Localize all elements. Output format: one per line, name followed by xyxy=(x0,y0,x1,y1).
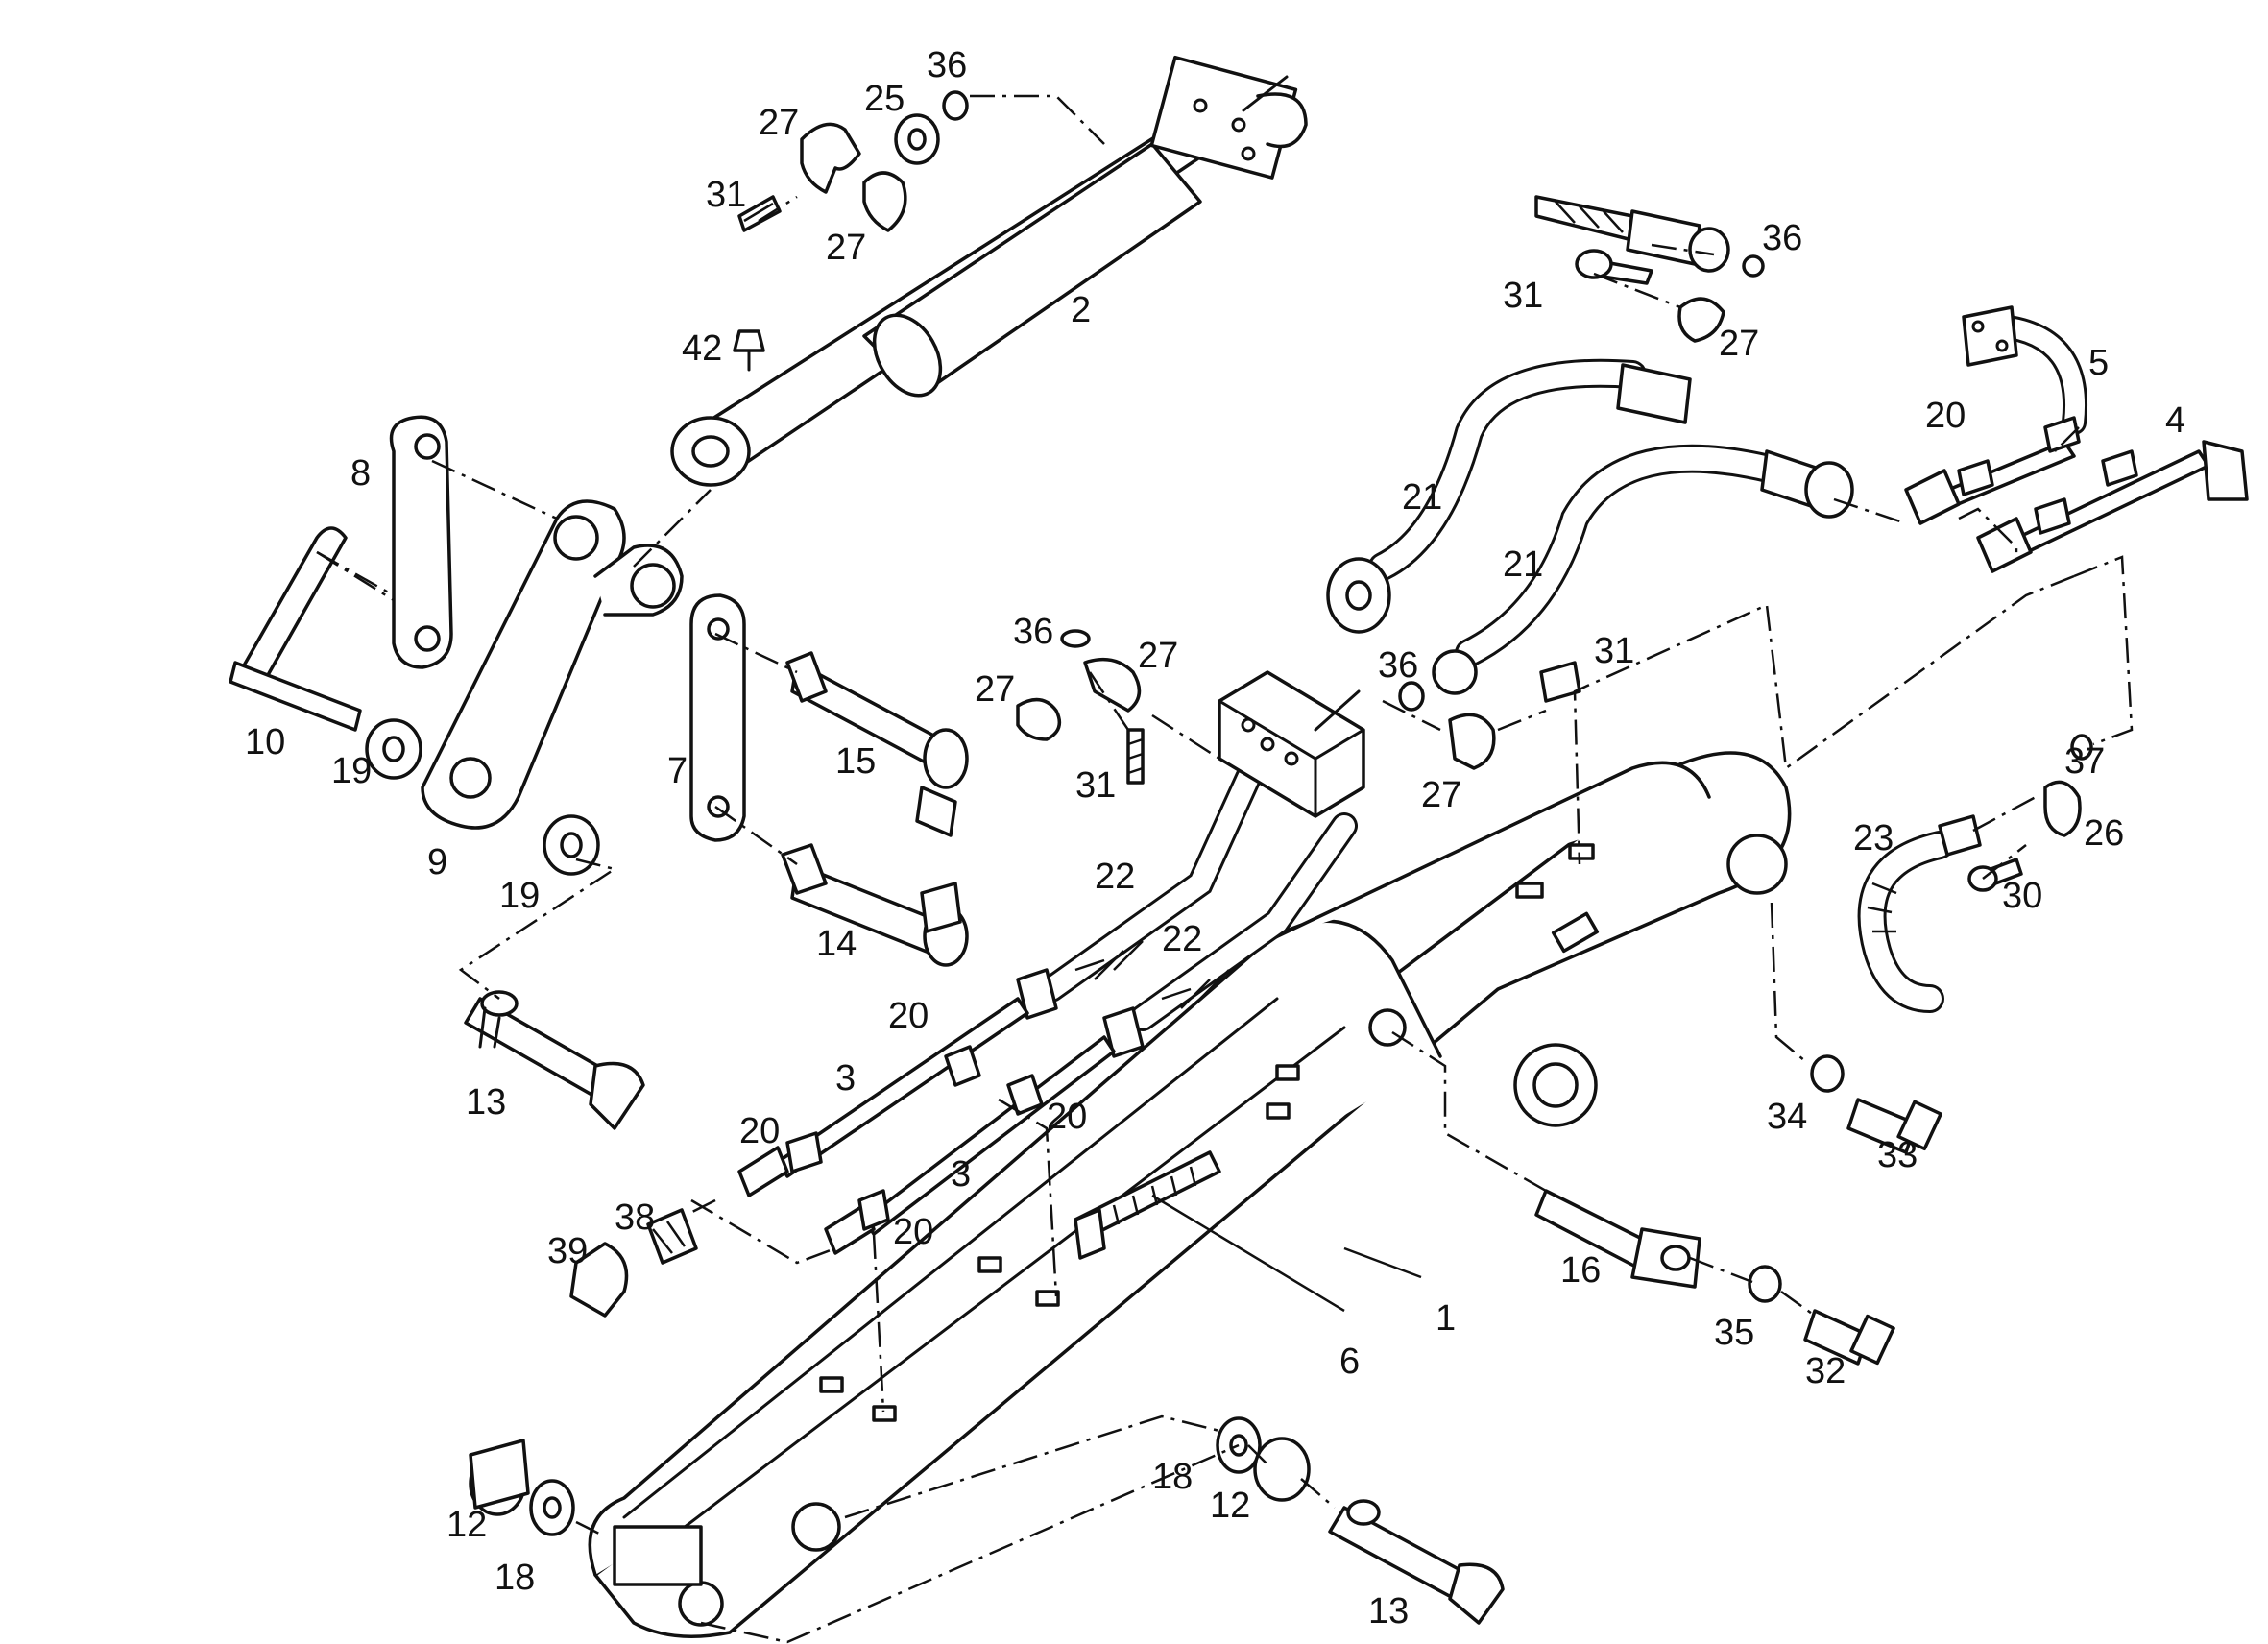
callout-1: 1 xyxy=(1436,1298,1456,1339)
callout-31: 31 xyxy=(706,175,746,215)
top-clamp-group xyxy=(737,90,969,232)
callout-18: 18 xyxy=(495,1558,535,1598)
callout-12: 12 xyxy=(1210,1486,1250,1526)
callout-20: 20 xyxy=(893,1212,933,1252)
callout-20: 20 xyxy=(1047,1097,1087,1137)
callout-9: 9 xyxy=(427,842,447,882)
callout-31: 31 xyxy=(1075,765,1116,806)
callout-34: 34 xyxy=(1767,1097,1807,1137)
callout-33: 33 xyxy=(1877,1135,1918,1175)
fittings-38-39 xyxy=(569,1208,698,1318)
callout-20: 20 xyxy=(1925,396,1966,436)
callout-27: 27 xyxy=(1719,324,1759,364)
callout-27: 27 xyxy=(975,669,1015,710)
callout-21: 21 xyxy=(1503,544,1543,585)
callout-7: 7 xyxy=(667,751,688,791)
bottom-right-pin xyxy=(1216,1416,1505,1625)
hoses-21 xyxy=(1326,358,1854,695)
callout-39: 39 xyxy=(547,1231,588,1271)
pin-and-washers xyxy=(229,526,600,876)
valve-block xyxy=(1016,629,1581,818)
pipe-4-assembly xyxy=(1904,416,2249,573)
boom-arm xyxy=(588,751,1792,1638)
callout-31: 31 xyxy=(1503,276,1543,316)
callout-36: 36 xyxy=(1378,645,1418,686)
callout-36: 36 xyxy=(1762,218,1802,258)
pipe-5 xyxy=(1962,305,2087,435)
callout-27: 27 xyxy=(759,103,799,143)
leader-lines xyxy=(316,94,2134,1644)
pin-13-left xyxy=(464,990,645,1130)
callout-22: 22 xyxy=(1162,919,1202,959)
callout-38: 38 xyxy=(615,1197,655,1238)
callout-16: 16 xyxy=(1560,1250,1601,1291)
callout-26: 26 xyxy=(2084,813,2124,854)
callout-37: 37 xyxy=(2064,741,2105,782)
callout-labels: 1 2 3 3 4 5 6 7 8 9 10 12 12 13 13 14 15… xyxy=(245,45,2185,1632)
callout-18: 18 xyxy=(1152,1457,1193,1497)
callout-31: 31 xyxy=(1594,631,1634,671)
hose-23-assembly xyxy=(1857,734,2093,1013)
callout-12: 12 xyxy=(446,1505,487,1545)
link-7-and-pins xyxy=(689,593,969,967)
callout-21: 21 xyxy=(1402,477,1442,518)
callout-14: 14 xyxy=(816,924,857,964)
callout-27: 27 xyxy=(826,228,866,268)
callout-2: 2 xyxy=(1071,290,1091,330)
callout-4: 4 xyxy=(2165,400,2185,441)
callout-27: 27 xyxy=(1138,636,1178,676)
bottom-left-bush xyxy=(469,1438,575,1536)
callout-20: 20 xyxy=(888,996,929,1036)
callout-3: 3 xyxy=(835,1058,856,1099)
callout-23: 23 xyxy=(1853,818,1894,858)
terminal-block-6 xyxy=(1074,1150,1221,1260)
hoses-22-pipes-3 xyxy=(737,764,1358,1255)
callout-3: 3 xyxy=(951,1154,971,1195)
callout-30: 30 xyxy=(2002,876,2042,916)
callout-32: 32 xyxy=(1805,1351,1846,1391)
pin-16-and-bolts xyxy=(1534,1054,1942,1366)
callout-8: 8 xyxy=(350,453,371,494)
callout-36: 36 xyxy=(1013,612,1053,652)
callout-13: 13 xyxy=(1368,1591,1409,1632)
callout-6: 6 xyxy=(1339,1342,1360,1382)
callout-36: 36 xyxy=(927,45,967,85)
link-arms xyxy=(389,415,684,830)
callout-10: 10 xyxy=(245,722,285,762)
callout-19: 19 xyxy=(331,751,372,791)
callout-20: 20 xyxy=(739,1111,780,1151)
callout-19: 19 xyxy=(499,876,540,916)
top-right-hose xyxy=(1534,195,1765,343)
callout-27: 27 xyxy=(1421,775,1461,815)
callout-13: 13 xyxy=(466,1082,506,1123)
callout-22: 22 xyxy=(1095,857,1135,897)
callout-35: 35 xyxy=(1714,1313,1754,1353)
callout-5: 5 xyxy=(2088,343,2109,383)
callout-15: 15 xyxy=(835,741,876,782)
hydraulic-cylinder xyxy=(670,55,1308,487)
callout-42: 42 xyxy=(682,328,722,369)
callout-25: 25 xyxy=(864,79,905,119)
